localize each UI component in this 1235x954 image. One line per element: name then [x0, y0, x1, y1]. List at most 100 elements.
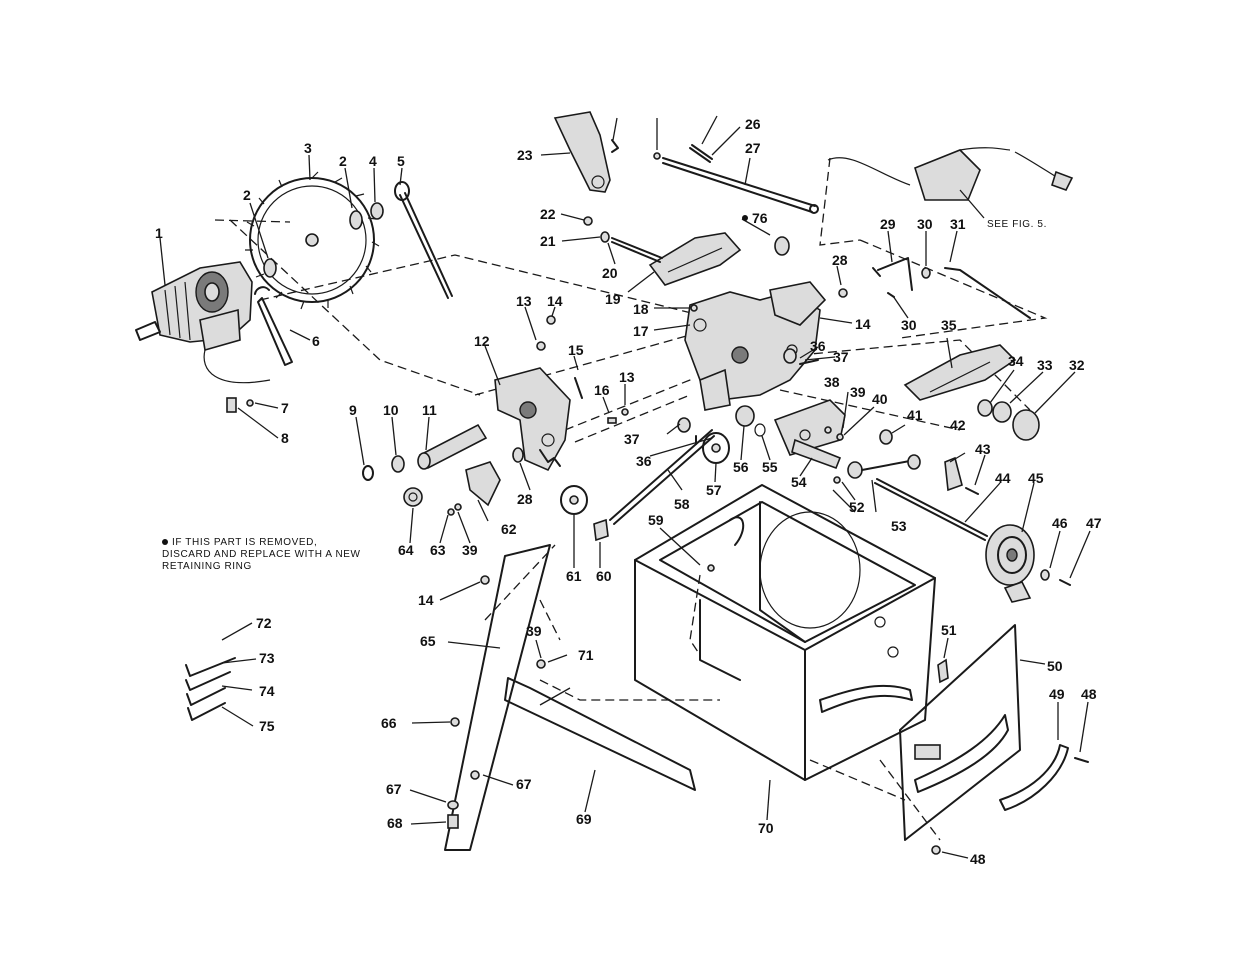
callout-50: 50 [1047, 658, 1063, 674]
callout-68: 68 [387, 815, 403, 831]
callout-6: 6 [312, 333, 320, 349]
callout-39: 39 [462, 542, 478, 558]
callout-48: 48 [970, 851, 986, 867]
callout-22: 22 [540, 206, 556, 222]
blade-hardware [254, 181, 453, 366]
callout-9: 9 [349, 402, 357, 418]
callout-1: 1 [155, 225, 163, 241]
callout-71: 71 [578, 647, 594, 663]
callout-17: 17 [633, 323, 649, 339]
callout-72: 72 [256, 615, 272, 631]
callout-43: 43 [975, 441, 991, 457]
callout-23: 23 [517, 147, 533, 163]
callout-2: 2 [243, 187, 251, 203]
callout-48: 48 [1081, 686, 1097, 702]
callout-36: 36 [636, 453, 652, 469]
callout-3: 3 [304, 140, 312, 156]
small-hardware-7-8 [226, 397, 254, 413]
callout-55: 55 [762, 459, 778, 475]
callout-64: 64 [398, 542, 414, 558]
callout-38: 38 [824, 374, 840, 390]
callout-62: 62 [501, 521, 517, 537]
trunnion-body [684, 281, 848, 411]
callout-73: 73 [259, 650, 275, 666]
side-panel [899, 624, 1089, 855]
callout-11: 11 [422, 402, 437, 418]
callout-58: 58 [674, 496, 690, 512]
callout-16: 16 [594, 382, 610, 398]
leg-assembly [444, 544, 696, 851]
callout-57: 57 [706, 482, 722, 498]
callout-36: 36 [810, 338, 826, 354]
handwheel-assembly [874, 478, 1071, 603]
callout-41: 41 [907, 407, 923, 423]
callout-14: 14 [855, 316, 871, 332]
callout-69: 69 [576, 811, 592, 827]
callout-labels: 1 2 2 3 4 5 6 7 8 9 10 11 12 13 13 14 14… [155, 116, 1102, 867]
callout-33: 33 [1037, 357, 1053, 373]
callout-61: 61 [566, 568, 582, 584]
callout-18: 18 [633, 301, 649, 317]
callout-30: 30 [917, 216, 933, 232]
assembly-lines [214, 157, 1048, 841]
callout-26: 26 [745, 116, 761, 132]
callout-14: 14 [547, 293, 563, 309]
callout-34: 34 [1008, 353, 1024, 369]
callout-30: 30 [901, 317, 917, 333]
callout-56: 56 [733, 459, 749, 475]
callout-37: 37 [624, 431, 640, 447]
callout-5: 5 [397, 153, 405, 169]
callout-67: 67 [516, 776, 532, 792]
retaining-ring-marker-icon [742, 215, 748, 221]
callout-32: 32 [1069, 357, 1085, 373]
bullet-icon [162, 539, 168, 546]
callout-40: 40 [872, 391, 888, 407]
callout-65: 65 [420, 633, 436, 649]
callout-12: 12 [474, 333, 490, 349]
callout-14: 14 [418, 592, 434, 608]
elevation-handle [872, 257, 1031, 319]
callout-44: 44 [995, 470, 1011, 486]
switch-cord [827, 147, 1074, 201]
callout-51: 51 [941, 622, 957, 638]
callout-54: 54 [791, 474, 807, 490]
callout-53: 53 [891, 518, 907, 534]
callout-74: 74 [259, 683, 275, 699]
callout-7: 7 [281, 400, 289, 416]
callout-39: 39 [526, 623, 542, 639]
callout-37: 37 [833, 349, 849, 365]
callout-70: 70 [758, 820, 774, 836]
callout-19: 19 [605, 291, 621, 307]
callout-59: 59 [648, 512, 664, 528]
callout-39: 39 [850, 384, 866, 400]
callout-4: 4 [369, 153, 377, 169]
callout-21: 21 [540, 233, 556, 249]
callout-47: 47 [1086, 515, 1102, 531]
callout-75: 75 [259, 718, 275, 734]
callout-20: 20 [602, 265, 618, 281]
retaining-ring-note: IF THIS PART IS REMOVED, DISCARD AND REP… [162, 537, 362, 573]
callout-35: 35 [941, 317, 957, 333]
callout-13: 13 [516, 293, 532, 309]
callout-15: 15 [568, 342, 584, 358]
callout-46: 46 [1052, 515, 1068, 531]
callout-60: 60 [596, 568, 612, 584]
callout-28: 28 [832, 252, 848, 268]
see-figure-note: SEE FIG. 5. [987, 219, 1047, 230]
callout-67: 67 [386, 781, 402, 797]
shaft-gears [560, 348, 921, 542]
callout-8: 8 [281, 430, 289, 446]
cabinet [634, 484, 936, 781]
motor [135, 261, 271, 384]
callout-29: 29 [880, 216, 896, 232]
callout-2: 2 [339, 153, 347, 169]
callout-76: 76 [752, 210, 768, 226]
arbor-assembly [362, 315, 629, 516]
saw-blade [245, 171, 380, 310]
callout-27: 27 [745, 140, 761, 156]
callout-66: 66 [381, 715, 397, 731]
callout-10: 10 [383, 402, 399, 418]
callout-28: 28 [517, 491, 533, 507]
leader-lines [159, 115, 1091, 859]
